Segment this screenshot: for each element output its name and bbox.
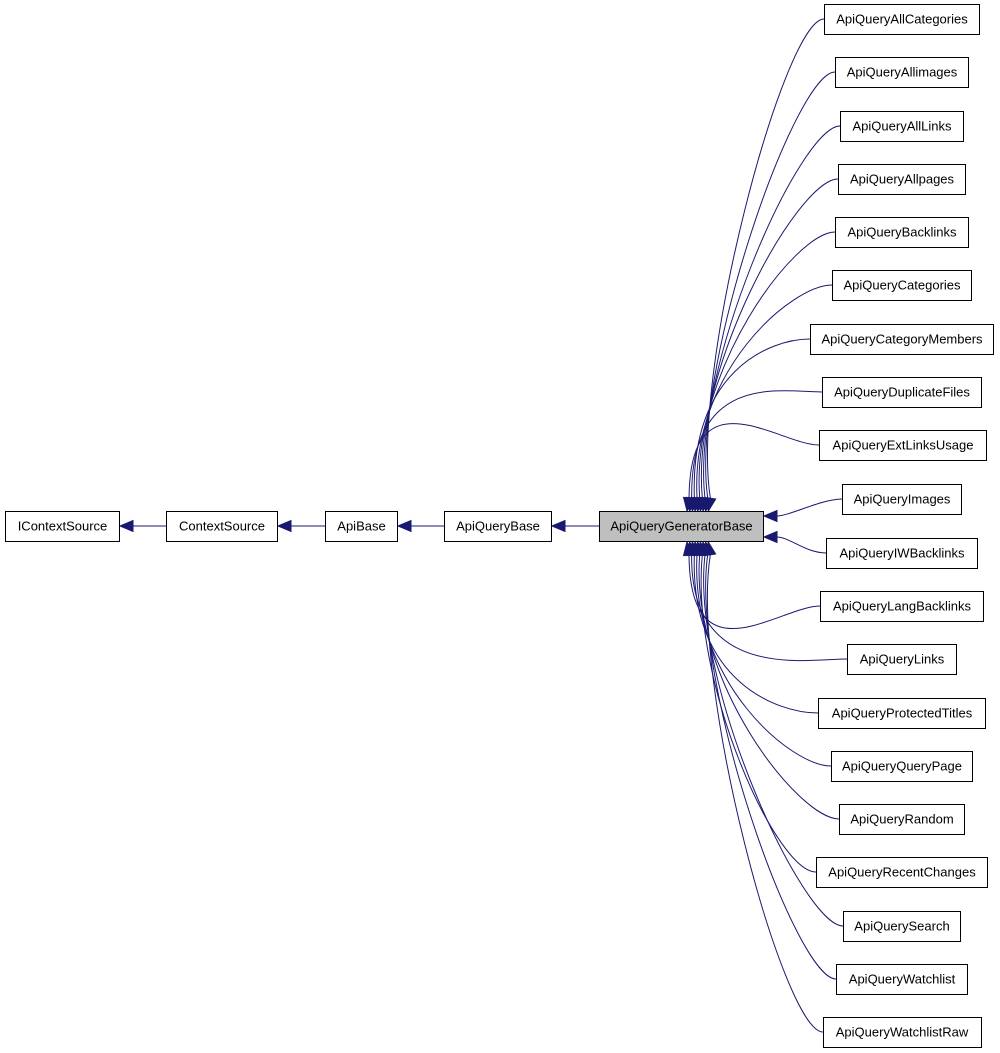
class-label: ApiQueryAllCategories	[836, 12, 968, 27]
edge-line	[700, 178, 839, 499]
edge-line	[698, 231, 836, 499]
edge-line	[696, 284, 833, 499]
edge-arrowhead	[276, 519, 292, 533]
edge-arrowhead	[550, 519, 566, 533]
class-node-apiquerywatchlist[interactable]: ApiQueryWatchlist	[836, 964, 968, 995]
edge-arrowhead	[704, 540, 717, 557]
edge-contextsource-icontextsource	[118, 519, 166, 533]
edge-derived-17	[696, 540, 817, 873]
class-node-apiquerywatchlistraw[interactable]: ApiQueryWatchlistRaw	[823, 1017, 982, 1048]
class-label: ApiQueryLangBacklinks	[833, 599, 972, 614]
edge-generatorbase-apiquerybase	[550, 519, 599, 533]
class-node-apiqueryextlinksusage[interactable]: ApiQueryExtLinksUsage	[819, 430, 987, 461]
edge-line	[688, 554, 821, 630]
class-node-apiquerycategories[interactable]: ApiQueryCategories	[832, 270, 972, 301]
class-label: ApiQuerySearch	[854, 919, 949, 934]
edge-line	[693, 554, 819, 714]
class-label: ApiQueryDuplicateFiles	[834, 385, 970, 400]
class-label: ApiQueryImages	[854, 492, 951, 507]
class-label: ApiQueryAllimages	[847, 65, 958, 80]
edge-line	[696, 554, 832, 767]
class-label: ApiQueryBacklinks	[847, 225, 957, 240]
class-node-apiqueryimages[interactable]: ApiQueryImages	[842, 484, 962, 515]
class-node-apiquerybase[interactable]: ApiQueryBase	[444, 511, 552, 542]
class-label: ApiQueryIWBacklinks	[840, 546, 965, 561]
class-node-apiquerylinks[interactable]: ApiQueryLinks	[847, 644, 957, 675]
edge-line	[688, 423, 820, 499]
edge-arrowhead	[762, 509, 778, 523]
class-label: ApiQueryCategoryMembers	[821, 332, 983, 347]
class-label: ApiQueryRecentChanges	[828, 865, 976, 880]
class-label: ContextSource	[179, 519, 265, 534]
class-node-apiquerybacklinks[interactable]: ApiQueryBacklinks	[835, 217, 969, 248]
edge-line	[705, 71, 836, 499]
class-label: ApiQueryExtLinksUsage	[833, 438, 974, 453]
edge-derived-8	[685, 390, 823, 513]
class-node-apiqueryallcategories[interactable]: ApiQueryAllCategories	[824, 4, 980, 35]
edge-arrowhead	[762, 530, 778, 544]
edge-line	[707, 18, 825, 499]
edge-line	[700, 554, 817, 873]
class-node-apiqueryallpages[interactable]: ApiQueryAllpages	[838, 164, 966, 195]
edge-line	[693, 338, 811, 499]
class-label: ApiQueryQueryPage	[842, 759, 962, 774]
class-node-apiqueryrecentchanges[interactable]: ApiQueryRecentChanges	[816, 857, 988, 888]
class-node-apiqueryalllinks[interactable]: ApiQueryAllLinks	[840, 111, 964, 142]
class-node-apiquerygeneratorbase[interactable]: ApiQueryGeneratorBase	[599, 511, 764, 542]
class-node-apiqueryprotectedtitles[interactable]: ApiQueryProtectedTitles	[818, 698, 986, 729]
inheritance-edges	[118, 18, 848, 1033]
class-label: ApiQueryProtectedTitles	[832, 706, 973, 721]
edge-line	[706, 554, 824, 1033]
edge-apibase-contextsource	[276, 519, 325, 533]
edge-arrowhead	[118, 519, 134, 533]
class-node-apiqueryduplicatefiles[interactable]: ApiQueryDuplicateFiles	[822, 377, 982, 408]
class-node-apibase[interactable]: ApiBase	[325, 511, 398, 542]
edge-derived-10	[762, 498, 843, 523]
edge-line	[776, 536, 827, 554]
class-label: ApiQueryLinks	[860, 652, 945, 667]
edge-derived-20	[704, 540, 824, 1033]
class-node-apiqueryiwbacklinks[interactable]: ApiQueryIWBacklinks	[826, 538, 978, 569]
class-node-apiqueryquerypage[interactable]: ApiQueryQueryPage	[831, 751, 973, 782]
edge-line	[705, 554, 837, 980]
class-node-apiqueryrandom[interactable]: ApiQueryRandom	[839, 804, 965, 835]
class-label: ApiQueryWatchlistRaw	[836, 1025, 969, 1040]
class-node-apiquerysearch[interactable]: ApiQuerySearch	[843, 911, 961, 942]
class-label: ApiBase	[337, 519, 385, 534]
edge-arrowhead	[682, 496, 696, 513]
class-label: ApiQueryWatchlist	[849, 972, 956, 987]
class-label: ApiQueryRandom	[850, 812, 953, 827]
class-node-apiquerycategorymembers[interactable]: ApiQueryCategoryMembers	[810, 324, 994, 355]
class-label: ApiQueryBase	[456, 519, 540, 534]
class-label: IContextSource	[18, 519, 108, 534]
class-node-contextsource[interactable]: ContextSource	[166, 511, 278, 542]
class-label: ApiQueryAllpages	[850, 172, 955, 187]
edge-line	[776, 498, 843, 517]
edge-line	[703, 125, 841, 499]
edge-derived-11	[762, 530, 827, 554]
class-node-icontextsource[interactable]: IContextSource	[5, 511, 120, 542]
class-label: ApiQueryGeneratorBase	[610, 519, 752, 534]
class-node-apiqueryallimages[interactable]: ApiQueryAllimages	[835, 57, 969, 88]
edge-arrowhead	[396, 519, 412, 533]
class-label: ApiQueryCategories	[843, 278, 961, 293]
edge-line	[703, 554, 844, 927]
edge-derived-1	[704, 18, 825, 513]
edge-derived-9	[682, 423, 820, 513]
class-label: ApiQueryAllLinks	[853, 119, 952, 134]
edge-line	[691, 390, 823, 499]
class-node-apiquerylangbacklinks[interactable]: ApiQueryLangBacklinks	[820, 591, 984, 622]
edge-apiquerybase-apibase	[396, 519, 444, 533]
edge-derived-19	[701, 540, 837, 980]
